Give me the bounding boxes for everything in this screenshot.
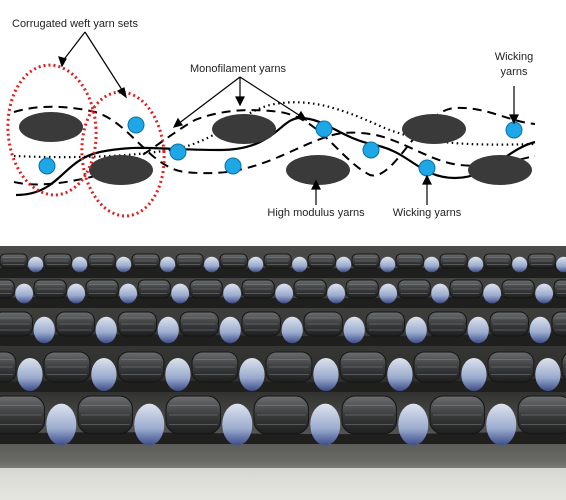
- wicking-yarn-tuft: [239, 358, 265, 391]
- wicking-yarn-tuft: [160, 256, 176, 273]
- wicking-yarn-tuft: [431, 283, 450, 304]
- wicking-yarn: [418, 159, 436, 177]
- wicking-yarn-tuft: [327, 283, 346, 304]
- yarn-paths: [13, 101, 536, 197]
- wicking-yarn-tuft: [486, 403, 517, 446]
- wicking-yarn-tuft: [15, 283, 34, 304]
- wicking-yarn-tuft: [468, 256, 484, 273]
- wicking-yarn-tuft: [398, 403, 429, 446]
- wicking-yarn-tuft: [387, 358, 413, 391]
- wicking-yarn: [169, 143, 187, 161]
- wicking-yarn-tuft: [134, 403, 165, 446]
- high-modulus-yarn: [402, 114, 466, 144]
- solid-warp-yarn: [15, 116, 536, 197]
- wicking-yarn-tuft: [310, 403, 341, 446]
- wicking-yarn: [127, 116, 145, 134]
- wicking-tufts: [15, 256, 566, 446]
- leader-lines: [58, 31, 519, 205]
- wicking-yarn-tuft: [467, 316, 489, 344]
- high-modulus-yarn: [89, 155, 153, 185]
- high-modulus-label: High modulus yarns: [267, 207, 365, 219]
- wicking-yarn-tuft: [512, 256, 528, 273]
- fabric-photograph: [0, 246, 566, 500]
- wicking-yarn: [224, 157, 242, 175]
- wicking-yarn-tuft: [535, 283, 554, 304]
- wicking-yarn-tuft: [28, 256, 44, 273]
- arrowhead: [311, 179, 321, 190]
- wicking-yarn: [362, 141, 380, 159]
- leader-line: [84, 31, 125, 94]
- wicking-yarn-tuft: [157, 316, 179, 344]
- wicking-yarn-tuft: [405, 316, 427, 344]
- high-modulus-yarn: [286, 155, 350, 185]
- leader-line: [177, 76, 241, 125]
- wicking-yarn-tuft: [46, 403, 77, 446]
- wicking-yarn-tuft: [461, 358, 487, 391]
- high-modulus-yarn-band: [561, 353, 566, 381]
- high-modulus-yarn: [468, 155, 532, 185]
- wicking-yarn-tuft: [248, 256, 264, 273]
- wicking-yarns: [38, 116, 523, 177]
- weave-cross-section-diagram: Corrugated weft yarn sets Monofilament y…: [6, 18, 536, 219]
- arrowhead: [58, 56, 67, 68]
- wicking-yarn-tuft: [33, 316, 55, 344]
- wicking-yarn-tuft: [292, 256, 308, 273]
- wicking-yarn-tuft: [165, 358, 191, 391]
- wicking-yarn-tuft: [119, 283, 138, 304]
- wicking-yarn-tuft: [343, 316, 365, 344]
- wicking-yarn-tuft: [313, 358, 339, 391]
- arrowhead: [116, 87, 127, 99]
- arrowhead: [296, 110, 308, 121]
- wicking-yarn-tuft: [380, 256, 396, 273]
- arrowhead: [172, 117, 183, 128]
- wicking-yarn-tuft: [219, 316, 241, 344]
- wicking-top-label-line2: yarns: [501, 66, 528, 78]
- leader-line: [239, 76, 303, 118]
- wicking-yarn: [38, 157, 56, 175]
- wicking-yarn-tuft: [336, 256, 352, 273]
- wicking-yarn-tuft: [72, 256, 88, 273]
- corrugated-weft-outline: [80, 90, 166, 218]
- leader-line: [61, 31, 86, 63]
- wicking-yarn-tuft: [275, 283, 294, 304]
- arrowhead: [235, 96, 245, 107]
- corrugated-weft-outline: [6, 63, 98, 197]
- arrowhead: [422, 174, 432, 185]
- corrugated-weft-label: Corrugated weft yarn sets: [12, 18, 138, 30]
- wicking-top-label-line1: Wicking: [495, 51, 534, 63]
- wicking-yarn: [315, 120, 333, 138]
- wicking-yarn-tuft: [171, 283, 190, 304]
- wicking-yarn-tuft: [91, 358, 117, 391]
- corrugated-weft-outlines: [6, 63, 166, 218]
- arrowhead: [509, 114, 519, 125]
- wicking-yarn-tuft: [483, 283, 502, 304]
- wicking-yarn-tuft: [535, 358, 561, 391]
- wicking-yarn-tuft: [223, 283, 242, 304]
- high-modulus-yarn: [212, 114, 276, 144]
- wicking-yarn-tuft: [116, 256, 132, 273]
- wicking-yarn-tuft: [204, 256, 220, 273]
- wicking-yarn-tuft: [556, 256, 566, 273]
- high-modulus-yarn: [19, 112, 83, 142]
- wicking-yarn-tuft: [67, 283, 86, 304]
- wicking-yarn: [505, 121, 523, 139]
- wicking-yarn-tuft: [281, 316, 303, 344]
- wicking-yarn-tuft: [95, 316, 117, 344]
- photo-blur-bottom: [0, 468, 566, 500]
- high-modulus-yarns: [19, 112, 532, 185]
- wicking-yarn-tuft: [424, 256, 440, 273]
- wicking-yarn-tuft: [17, 358, 43, 391]
- wicking-yarn-tuft: [379, 283, 398, 304]
- wicking-yarn-tuft: [529, 316, 551, 344]
- wicking-yarn-tuft: [222, 403, 253, 446]
- wicking-bottom-label: Wicking yarns: [393, 207, 462, 219]
- monofilament-label: Monofilament yarns: [190, 63, 286, 75]
